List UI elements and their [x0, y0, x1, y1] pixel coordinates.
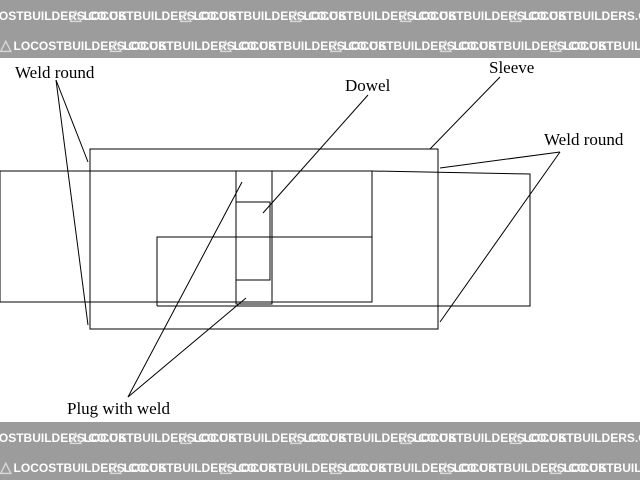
leader-weld-left-2 [55, 79, 89, 326]
watermark-item: △LOCOSTBUILDERS.CO.UK [70, 429, 237, 446]
watermark-item: △LOCOSTBUILDERS.CO.UK [550, 37, 640, 54]
watermark-item: △LOCOSTBUILDERS.CO.UK [400, 429, 567, 446]
car-icon: △ [290, 429, 302, 446]
car-icon: △ [440, 37, 452, 54]
leader-dowel [262, 94, 369, 214]
car-icon: △ [220, 459, 232, 476]
watermark-item: △LOCOSTBUILDERS.CO.UK [70, 7, 237, 24]
label-dowel: Dowel [345, 76, 391, 95]
watermark-item: △LOCOSTBUILDERS.CO.UK [510, 7, 640, 24]
watermark-item: △LOCOSTBUILDERS.CO.UK [220, 459, 387, 476]
watermark-item: △LOCOSTBUILDERS.CO.UK [0, 459, 167, 476]
watermark-item: △LOCOSTBUILDERS.CO.UK [330, 459, 497, 476]
watermark-item: △LOCOSTBUILDERS.CO.UK [0, 431, 127, 445]
car-icon: △ [440, 459, 452, 476]
car-icon: △ [550, 37, 562, 54]
watermark-banner-top: △LOCOSTBUILDERS.CO.UK△LOCOSTBUILDERS.CO.… [0, 0, 640, 58]
right-tube-outline [157, 170, 531, 307]
watermark-item: △LOCOSTBUILDERS.CO.UK [220, 37, 387, 54]
watermark-row: △LOCOSTBUILDERS.CO.UK△LOCOSTBUILDERS.CO.… [0, 6, 640, 24]
watermark-item: △LOCOSTBUILDERS.CO.UK [0, 9, 127, 23]
diagram-canvas: Weld round Dowel Sleeve Weld round Plug … [0, 58, 640, 422]
watermark-item: △LOCOSTBUILDERS.CO.UK [0, 37, 167, 54]
label-plug-with-weld: Plug with weld [67, 399, 170, 418]
car-icon: △ [70, 7, 82, 24]
right-tube-step [156, 236, 372, 306]
leader-weld-left-1 [55, 79, 89, 163]
car-icon: △ [70, 429, 82, 446]
watermark-item: △LOCOSTBUILDERS.CO.UK [440, 37, 607, 54]
car-icon: △ [510, 7, 522, 24]
car-icon: △ [110, 37, 122, 54]
car-icon: △ [290, 7, 302, 24]
car-icon: △ [510, 429, 522, 446]
watermark-item: △LOCOSTBUILDERS.CO.UK [550, 459, 640, 476]
leader-weld-right-2 [439, 151, 561, 323]
car-icon: △ [400, 429, 412, 446]
watermark-row: △LOCOSTBUILDERS.CO.UK△LOCOSTBUILDERS.CO.… [0, 428, 640, 446]
watermark-item: △LOCOSTBUILDERS.CO.UK [290, 7, 457, 24]
watermark-row: △LOCOSTBUILDERS.CO.UK△LOCOSTBUILDERS.CO.… [0, 36, 640, 54]
watermark-item: △LOCOSTBUILDERS.CO.UK [180, 7, 347, 24]
car-icon: △ [0, 459, 12, 476]
label-sleeve: Sleeve [489, 58, 535, 77]
car-icon: △ [550, 459, 562, 476]
watermark-item: △LOCOSTBUILDERS.CO.UK [400, 7, 567, 24]
sleeve-outline [89, 148, 439, 330]
leader-plug-2 [127, 297, 247, 398]
car-icon: △ [220, 37, 232, 54]
watermark-item: △LOCOSTBUILDERS.CO.UK [110, 459, 277, 476]
car-icon: △ [180, 429, 192, 446]
car-icon: △ [180, 7, 192, 24]
car-icon: △ [330, 37, 342, 54]
watermark-item: △LOCOSTBUILDERS.CO.UK [510, 429, 640, 446]
leader-weld-right-1 [439, 151, 561, 169]
watermark-row: △LOCOSTBUILDERS.CO.UK△LOCOSTBUILDERS.CO.… [0, 458, 640, 476]
car-icon: △ [0, 37, 12, 54]
watermark-item: △LOCOSTBUILDERS.CO.UK [290, 429, 457, 446]
label-weld-round-right: Weld round [544, 130, 624, 149]
car-icon: △ [330, 459, 342, 476]
watermark-banner-bottom: △LOCOSTBUILDERS.CO.UK△LOCOSTBUILDERS.CO.… [0, 422, 640, 480]
watermark-item: △LOCOSTBUILDERS.CO.UK [180, 429, 347, 446]
car-icon: △ [400, 7, 412, 24]
dowel-body [235, 201, 271, 281]
leader-plug-1 [127, 181, 243, 398]
watermark-item: △LOCOSTBUILDERS.CO.UK [330, 37, 497, 54]
car-icon: △ [110, 459, 122, 476]
label-weld-round-left: Weld round [15, 63, 95, 82]
watermark-item: △LOCOSTBUILDERS.CO.UK [110, 37, 277, 54]
leader-sleeve [429, 76, 501, 150]
watermark-item: △LOCOSTBUILDERS.CO.UK [440, 459, 607, 476]
coupling-diagram [0, 76, 561, 398]
